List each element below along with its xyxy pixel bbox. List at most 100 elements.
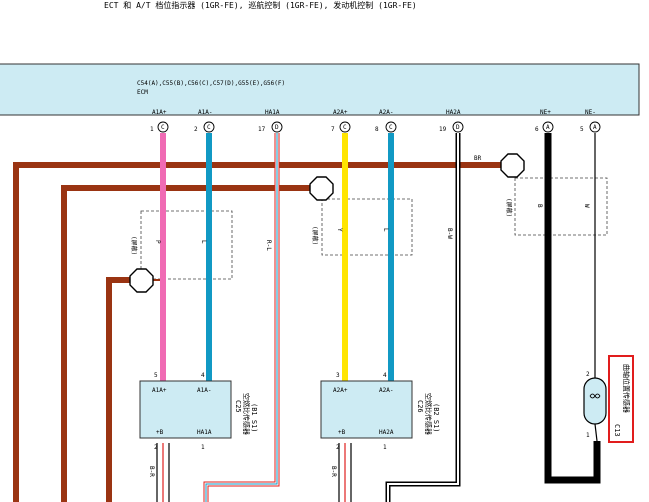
s1-pin-bottom-right: 1: [201, 444, 205, 451]
highlight-frame: [608, 355, 634, 443]
splice-octagon: [309, 176, 334, 201]
pin-name-ha2a: HA2A: [446, 109, 461, 116]
svg-text:C: C: [343, 124, 347, 131]
shield-box-3: [514, 177, 608, 236]
svg-text:L: L: [382, 228, 389, 232]
s2-pin-top-right: 4: [383, 372, 387, 379]
diagram-title: ECT 和 A/T 档位指示器 (1GR-FE), 巡航控制 (1GR-FE),…: [104, 0, 417, 10]
s2-pin-top-left: 3: [336, 372, 340, 379]
pin-connector: [157, 121, 169, 133]
coil-icon: [589, 393, 601, 399]
svg-text:B-R: B-R: [330, 466, 337, 477]
air-fuel-sensor-2-box: [320, 380, 413, 439]
svg-text:R-L: R-L: [265, 240, 272, 251]
ecm-box: [0, 63, 640, 116]
svg-text:P: P: [154, 240, 161, 244]
pin-num: 6: [535, 126, 539, 133]
shield-ground-wires: [13, 162, 503, 502]
ecm-pin-connectors: [157, 121, 601, 133]
svg-text:W: W: [583, 204, 590, 208]
ecm-pin-connector-letters: C C D C C D A A: [161, 124, 597, 131]
ecm-label: ECM: [137, 89, 148, 96]
shield-label-3: (屏蔽): [505, 198, 513, 217]
splice-octagon: [500, 153, 525, 178]
pin-name-ne-minus: NE-: [585, 109, 596, 116]
wire-color-labels: P L R-L Y L B-W B W B-R B-R: [148, 204, 590, 477]
svg-text:B-W: B-W: [446, 228, 453, 239]
wire-ha2a-outer: [385, 133, 461, 502]
pin-name-a1a-plus: A1A+: [152, 109, 167, 116]
svg-text:L: L: [200, 240, 207, 244]
pin-num: 8: [375, 126, 379, 133]
pin-num: 17: [258, 126, 266, 133]
svg-text:B: B: [536, 204, 543, 208]
s2-pin-bottom-right: 1: [383, 444, 387, 451]
wire-ne-plus: [544, 133, 601, 484]
pin-num: 19: [439, 126, 447, 133]
s2-code: C26: [416, 400, 424, 413]
s2-label-a2a-minus: A2A-: [379, 387, 393, 394]
crank-sensor-body: [583, 377, 607, 425]
pin-num: 2: [194, 126, 198, 133]
s1-name: 空燃比传感器: [242, 393, 251, 435]
pin-connector: [339, 121, 351, 133]
crank-sensor: 2 1: [583, 371, 607, 442]
pin-name-a2a-plus: A2A+: [333, 109, 348, 116]
pin-num: 5: [580, 126, 584, 133]
crank-name: 曲轴位置传感器: [622, 364, 631, 413]
crank-pin-bottom: 1: [586, 432, 590, 439]
shield-box-1: [140, 210, 233, 280]
pin-connector: [385, 121, 397, 133]
ecm-pin-numbers: 1 2 17 7 8 19 6 5: [150, 126, 584, 133]
pin-name-a1a-minus: A1A-: [198, 109, 212, 116]
shield-label-1: (屏蔽): [130, 236, 138, 255]
pin-connector: [203, 121, 215, 133]
s1-label-a1a-minus: A1A-: [197, 387, 211, 394]
s2-label-plus-b: +B: [338, 429, 346, 436]
pin-num: 7: [331, 126, 335, 133]
s2-label-a2a-plus: A2A+: [333, 387, 348, 394]
svg-text:B-R: B-R: [148, 466, 155, 477]
air-fuel-sensor-1-box: [139, 380, 232, 439]
svg-text:D: D: [456, 124, 460, 131]
pin-connector: [271, 121, 283, 133]
s2-pin-bottom-left: 2: [336, 444, 340, 451]
pin-connector: [589, 121, 601, 133]
shield-label-2: (屏蔽): [311, 226, 319, 245]
svg-text:C: C: [161, 124, 165, 131]
s1-pin-bottom-left: 2: [154, 444, 158, 451]
svg-text:D: D: [275, 124, 279, 131]
s2-label-ha2a: HA2A: [379, 429, 394, 436]
ecm-connectors: C54(A),C55(B),C56(C),C57(D),G55(E),G56(F…: [137, 80, 285, 87]
pin-connector: [452, 121, 464, 133]
pin-name-ne-plus: NE+: [540, 109, 551, 116]
s1-label-plus-b: +B: [156, 429, 164, 436]
s1-label-a1a-plus: A1A+: [152, 387, 167, 394]
shield-boxes: [140, 177, 608, 280]
svg-text:A: A: [546, 124, 550, 131]
s1-pin-top-left: 5: [154, 372, 158, 379]
signal-wires: [156, 133, 601, 502]
s1-code: C25: [234, 400, 242, 413]
splice-points: [129, 153, 525, 293]
svg-text:A: A: [593, 124, 597, 131]
pin-num: 1: [150, 126, 154, 133]
splice-octagon: [129, 268, 154, 293]
svg-text:C: C: [389, 124, 393, 131]
wire-label-br: BR: [474, 155, 482, 162]
shield-box-2: [321, 198, 413, 256]
pin-name-ha1a: HA1A: [265, 109, 280, 116]
pin-connector: [542, 121, 554, 133]
crank-pin-top: 2: [586, 371, 590, 378]
s1-label-ha1a: HA1A: [197, 429, 212, 436]
svg-text:Y: Y: [336, 228, 343, 232]
s1-pin-top-right: 4: [201, 372, 205, 379]
ecm-pin-labels: A1A+ A1A- HA1A A2A+ A2A- HA2A NE+ NE-: [152, 109, 596, 116]
crank-code: C13: [613, 424, 621, 437]
s1-sub: (B1 S1): [250, 403, 258, 433]
svg-text:C: C: [207, 124, 211, 131]
s2-sub: (B2 S1): [432, 403, 440, 433]
pin-name-a2a-minus: A2A-: [379, 109, 393, 116]
s2-name: 空燃比传感器: [424, 393, 433, 435]
